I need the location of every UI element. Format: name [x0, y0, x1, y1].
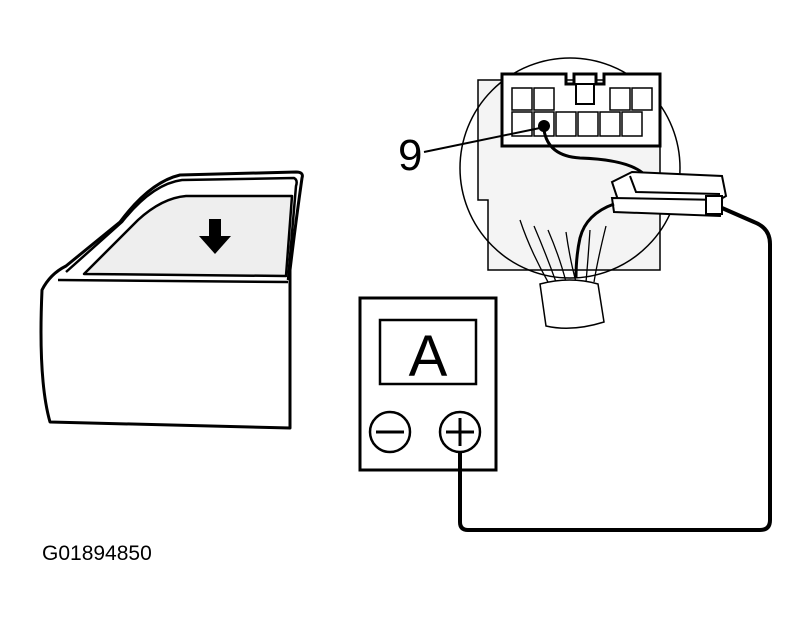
window-frame-outer [65, 176, 298, 281]
probe-wire-clip [574, 202, 615, 279]
connector-latch [575, 83, 595, 105]
harness-sleeve [539, 279, 605, 329]
callout-label: 9 [398, 131, 422, 180]
wire-bundle [519, 219, 607, 283]
arrow-down-icon [199, 219, 231, 254]
window-glass [82, 194, 294, 278]
ammeter-display [378, 318, 478, 386]
ammeter: A [358, 296, 498, 472]
alligator-clip [610, 170, 728, 218]
car-door [39, 170, 304, 430]
connector-assembly [459, 57, 728, 329]
callout-9: 9 [398, 127, 541, 180]
magnifier-circle [459, 57, 681, 279]
test-lead-wire [458, 206, 772, 532]
connector-pin-grid [511, 87, 653, 137]
ammeter-unit-label: A [409, 324, 448, 389]
figure-id: G01894850 [42, 542, 152, 565]
pin-9-probe-point [538, 120, 550, 132]
callout-leader-line [423, 127, 541, 153]
door-belt-line [57, 278, 289, 284]
